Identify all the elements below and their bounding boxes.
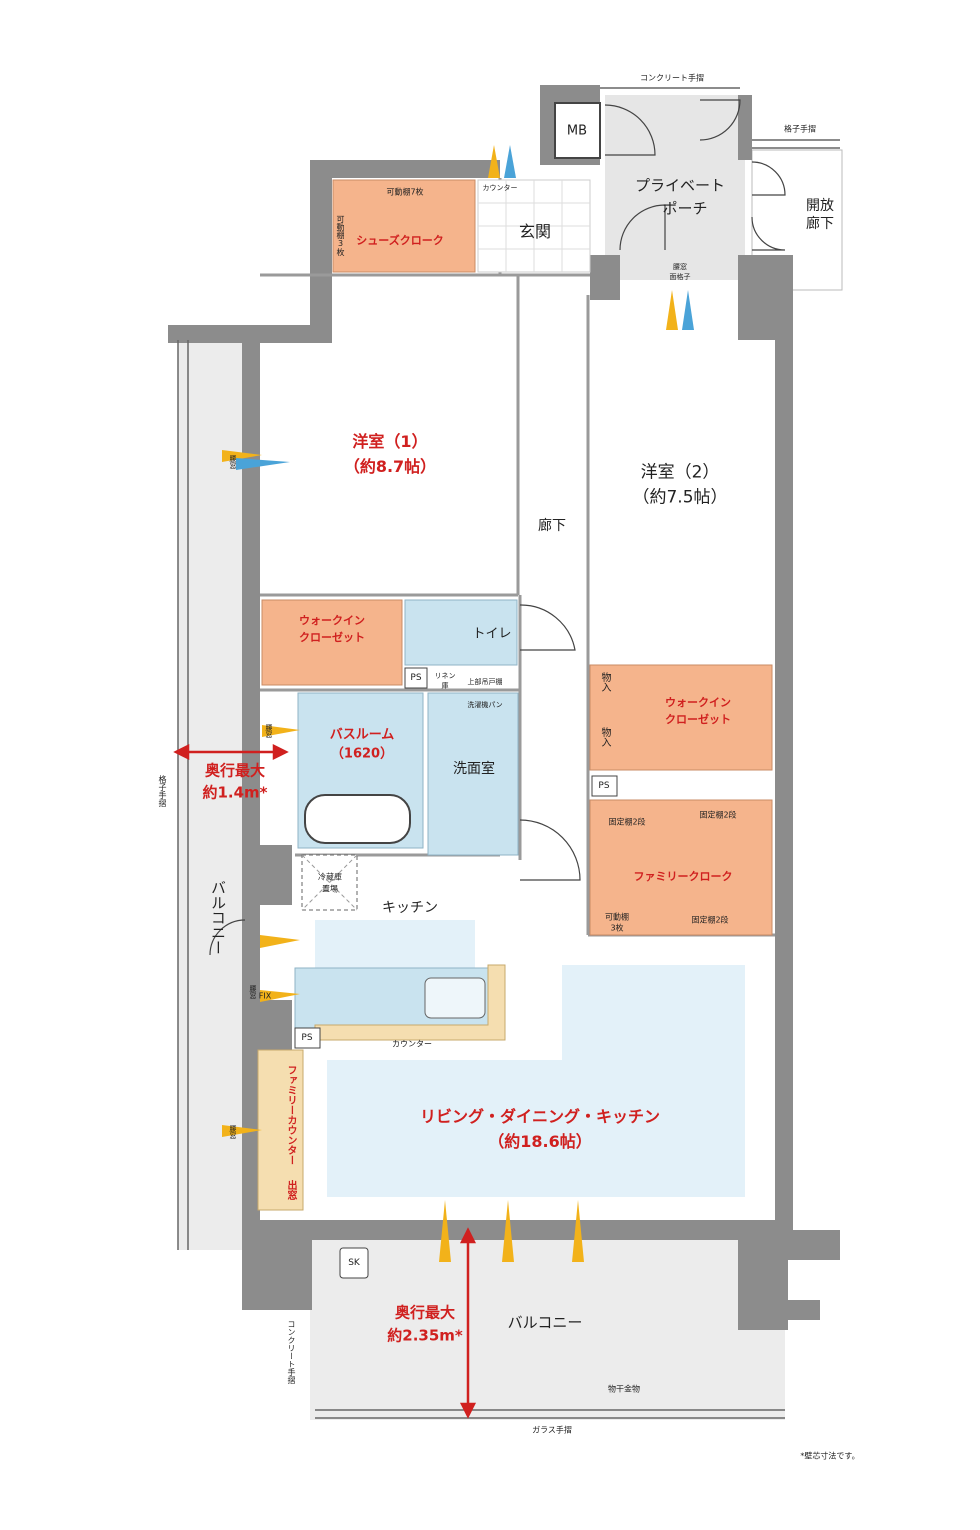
ldk-size: （約18.6帖） <box>488 1132 592 1151</box>
koshi-mado-1: 腰窓 <box>229 455 237 469</box>
ps3-label: PS <box>301 1033 313 1043</box>
upper-cabinet-label: 上部吊戸棚 <box>467 678 503 686</box>
lattice-rail-left: 格子手摺 <box>158 775 167 807</box>
family-cloak-label: ファミリークローク <box>633 870 733 883</box>
movable3-line1: 可動棚 <box>605 912 629 922</box>
shelves7-label: 可動棚7枚 <box>386 187 424 197</box>
fixed-shelf-b: 固定棚2段 <box>699 810 737 820</box>
walkin2-line1: ウォークイン <box>665 696 731 709</box>
side-balcony-label: バルコニー <box>209 880 227 955</box>
ldk-name: リビング・ダイニング・キッチン <box>419 1107 661 1126</box>
western1-size: （約8.7帖） <box>343 457 437 476</box>
demado-label: 出窓 <box>285 1180 296 1200</box>
walkin2-line2: クローゼット <box>665 713 731 726</box>
sk-box <box>339 1247 369 1279</box>
concrete-rail-top: コンクリート手摺 <box>640 73 704 83</box>
counter-top-label: カウンター <box>482 184 518 192</box>
concrete-rail-left: コンクリート手摺 <box>287 1320 296 1384</box>
side-balcony-floor <box>178 340 244 1250</box>
lattice-rail-top: 格子手摺 <box>784 124 816 134</box>
depth1-line1: 奥行最大 <box>204 761 266 780</box>
sk-label: SK <box>348 1258 360 1268</box>
depth2-line1: 奥行最大 <box>394 1303 456 1322</box>
fixed-shelf-a: 固定棚2段 <box>608 817 646 827</box>
open-corridor-line2: 廊下 <box>806 216 834 232</box>
men-koshi-label: 面格子 <box>669 273 691 281</box>
fridge-line2: 置場 <box>322 884 338 894</box>
kitchen-label: キッチン <box>382 900 438 916</box>
entrance-tiles <box>478 180 590 272</box>
porch-line1: プライベート <box>634 176 726 195</box>
window-top-label: 腰窓 <box>673 263 687 271</box>
depth2-line2: 約2.35m* <box>387 1326 463 1345</box>
fixed-shelf-c: 固定棚2段 <box>691 915 729 925</box>
entrance-label: 玄関 <box>518 222 552 241</box>
western1-name: 洋室（1） <box>352 432 428 451</box>
movable3-line2: 3枚 <box>610 923 624 933</box>
porch-line2: ポーチ <box>662 199 708 218</box>
western2-size: （約7.5帖） <box>632 487 728 508</box>
drying-hardware-label: 物干金物 <box>608 1384 640 1394</box>
koshi-mado-4: 腰窓 <box>229 1125 237 1139</box>
koshi-mado-2: 腰窓 <box>265 724 273 738</box>
bathroom-size: （1620） <box>330 746 394 762</box>
walkin1-line1: ウォークイン <box>299 614 365 627</box>
ldk-area <box>315 920 745 1197</box>
porch-floor <box>605 95 745 280</box>
linen-line1: リネン <box>434 672 456 680</box>
ventilation-markers <box>222 145 694 1262</box>
washer-label: 洗濯機パン <box>467 701 503 709</box>
family-counter-area <box>257 1049 304 1211</box>
glass-rail-label: ガラス手摺 <box>532 1425 572 1435</box>
doors <box>209 99 786 956</box>
bottom-balcony-label: バルコニー <box>507 1313 583 1332</box>
depth-arrows <box>173 743 477 1419</box>
bathroom-name: バスルーム <box>329 727 395 743</box>
linen-line2: 庫 <box>441 682 449 690</box>
shelves3-label: 可動棚3枚 <box>336 215 345 256</box>
open-corridor-line1: 開放 <box>806 198 834 214</box>
family-counter-label: ファミリーカウンター <box>285 1065 296 1165</box>
walkin1-line2: クローゼット <box>299 631 365 644</box>
washroom-label: 洗面室 <box>453 761 495 777</box>
ps2-label: PS <box>598 781 610 791</box>
bathtub-icon <box>304 794 411 844</box>
storage-areas <box>261 179 773 936</box>
footnote: *壁芯寸法です。 <box>800 1451 860 1461</box>
koshi-mado-3: 腰窓 <box>249 985 257 999</box>
sink-icon <box>424 977 486 1019</box>
fridge-line1: 冷蔵庫 <box>318 872 342 882</box>
ps1-label: PS <box>410 673 422 683</box>
mb-box <box>554 102 601 159</box>
depth1-line2: 約1.4m* <box>202 783 268 802</box>
walls <box>168 85 840 1330</box>
bottom-balcony-floor <box>310 1240 785 1420</box>
counter-kitchen-label: カウンター <box>392 1039 432 1049</box>
western2-name: 洋室（2） <box>640 462 720 483</box>
fix-label: FIX <box>258 991 272 1001</box>
shoes-cloak-label: シューズクローク <box>356 234 444 247</box>
mb-label: MB <box>566 123 588 139</box>
ps-boxes <box>294 667 618 1049</box>
hallway-label: 廊下 <box>538 518 566 534</box>
railings <box>177 87 840 1419</box>
toilet-label: トイレ <box>472 626 512 642</box>
mono1-label: 物入 <box>599 672 610 692</box>
mono2-label: 物入 <box>599 727 610 747</box>
